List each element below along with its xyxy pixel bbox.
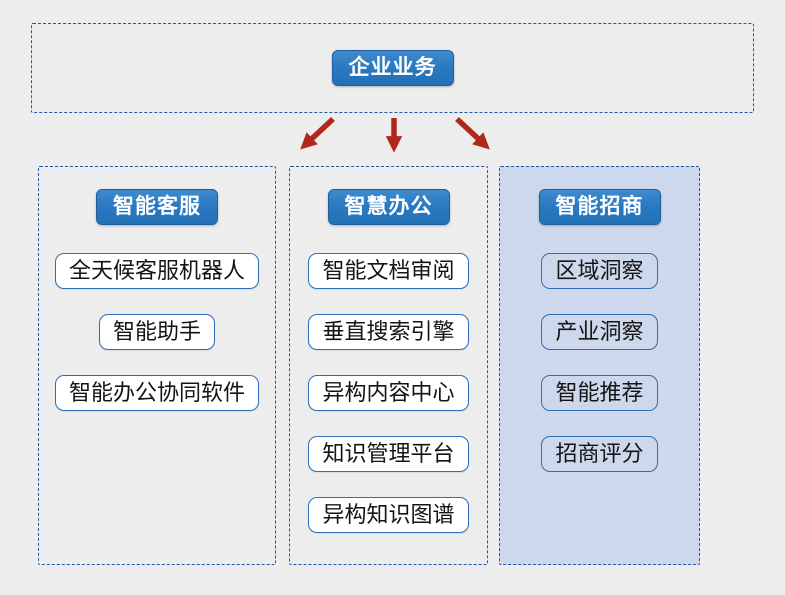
node-item: 招商评分 xyxy=(541,436,658,472)
root-node-enterprise-business: 企业业务 xyxy=(331,50,454,86)
node-item: 智能办公协同软件 xyxy=(54,375,259,411)
node-item: 知识管理平台 xyxy=(308,436,469,472)
arrow-to-right-column-icon xyxy=(455,116,490,150)
node-item: 智能文档审阅 xyxy=(308,253,469,289)
node-item: 全天候客服机器人 xyxy=(54,253,259,289)
column-header-smart-investment: 智能招商 xyxy=(538,189,661,225)
node-item: 垂直搜索引擎 xyxy=(308,314,469,350)
node-item: 区域洞察 xyxy=(541,253,658,289)
node-item: 异构知识图谱 xyxy=(308,497,469,533)
column-smart-office: 智慧办公 智能文档审阅 垂直搜索引擎 异构内容中心 知识管理平台 异构知识图谱 xyxy=(289,166,488,565)
column-smart-customer-service: 智能客服 全天候客服机器人 智能助手 智能办公协同软件 xyxy=(38,166,276,565)
arrow-to-left-column-icon xyxy=(300,116,335,150)
node-item: 产业洞察 xyxy=(541,314,658,350)
node-item: 异构内容中心 xyxy=(308,375,469,411)
enterprise-business-group: 企业业务 xyxy=(31,23,754,113)
column-smart-investment: 智能招商 区域洞察 产业洞察 智能推荐 招商评分 xyxy=(499,166,700,565)
column-header-smart-customer-service: 智能客服 xyxy=(96,189,218,225)
node-item: 智能助手 xyxy=(98,314,215,350)
node-item: 智能推荐 xyxy=(541,375,658,411)
column-header-smart-office: 智慧办公 xyxy=(327,189,450,225)
